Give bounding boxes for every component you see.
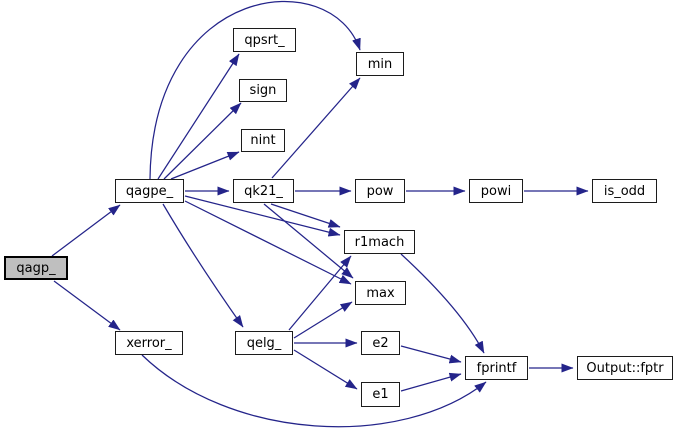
node-e1[interactable]: e1 bbox=[361, 382, 400, 407]
node-powi[interactable]: powi bbox=[469, 179, 523, 203]
edge-qagpe_-qelg_ bbox=[162, 203, 244, 328]
edge-qelg_-r1mach bbox=[288, 255, 352, 331]
node-max[interactable]: max bbox=[355, 281, 406, 305]
edge-qagpe_-sign bbox=[163, 102, 242, 180]
node-is-odd[interactable]: is_odd bbox=[592, 179, 657, 203]
edge-e2-fprintf bbox=[400, 345, 462, 364]
edge-qagp_-qagpe_ bbox=[51, 204, 121, 257]
edge-qagpe_-qpsrt_ bbox=[157, 53, 240, 180]
node-e2[interactable]: e2 bbox=[361, 331, 400, 355]
node-qpsrt[interactable]: qpsrt_ bbox=[233, 28, 296, 52]
edge-qelg_-max bbox=[293, 301, 353, 339]
node-pow[interactable]: pow bbox=[355, 179, 405, 203]
edge-qelg_-e1 bbox=[293, 349, 358, 390]
edge-r1mach-fprintf bbox=[400, 253, 485, 354]
node-min[interactable]: min bbox=[356, 52, 404, 76]
node-output-fptr[interactable]: Output::fptr bbox=[577, 356, 673, 380]
node-r1mach[interactable]: r1mach bbox=[344, 230, 415, 254]
node-qagp: qagp_ bbox=[4, 256, 68, 280]
node-sign[interactable]: sign bbox=[239, 79, 287, 102]
node-qagpe[interactable]: qagpe_ bbox=[115, 179, 184, 203]
edge-xerror_-fprintf bbox=[141, 354, 487, 428]
edge-e1-fprintf bbox=[400, 372, 462, 392]
edge-qagpe_-r1mach bbox=[184, 195, 341, 237]
edge-qagpe_-min bbox=[149, 0, 361, 180]
node-qelg[interactable]: qelg_ bbox=[235, 331, 293, 355]
edge-qagpe_-max bbox=[184, 200, 352, 285]
edge-qagpe_-nint bbox=[170, 151, 240, 180]
node-xerror[interactable]: xerror_ bbox=[115, 331, 183, 355]
edge-qagp_-xerror_ bbox=[53, 280, 121, 331]
node-nint[interactable]: nint bbox=[241, 129, 285, 152]
edge-qk21_-max bbox=[263, 203, 354, 279]
edge-qk21_-r1mach bbox=[270, 203, 341, 228]
node-qk21[interactable]: qk21_ bbox=[233, 179, 294, 203]
edge-qk21_-min bbox=[271, 77, 361, 179]
node-fprintf[interactable]: fprintf bbox=[465, 356, 528, 380]
